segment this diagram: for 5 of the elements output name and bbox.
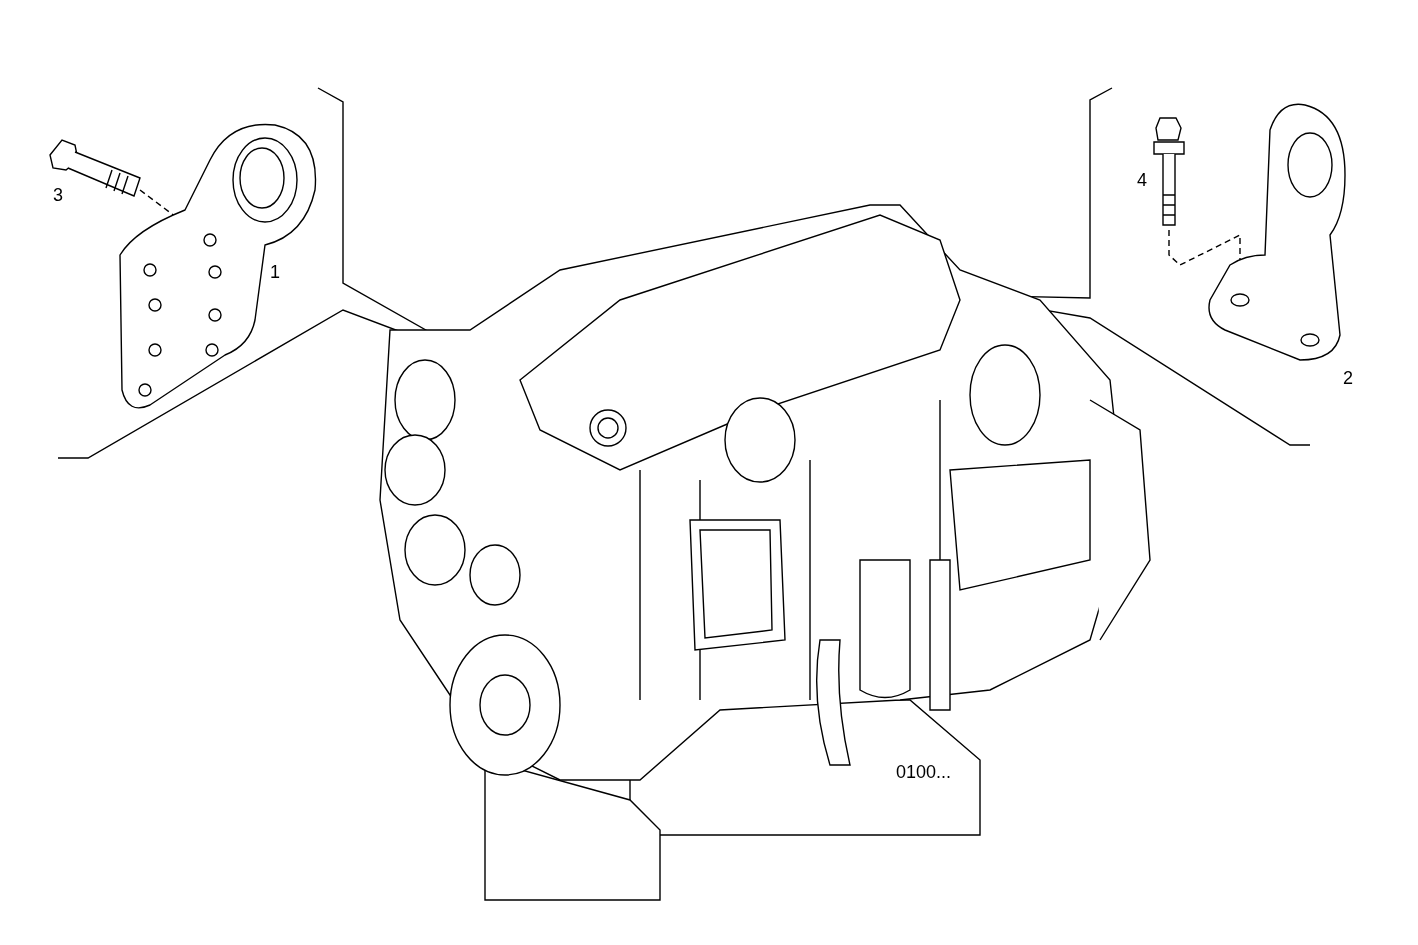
callout-number: 1 xyxy=(270,262,280,282)
callout-number: 2 xyxy=(1343,368,1353,388)
part-number-label: 0100... xyxy=(896,762,952,782)
callout-number: 3 xyxy=(53,185,63,205)
callout-number: 4 xyxy=(1137,170,1147,190)
